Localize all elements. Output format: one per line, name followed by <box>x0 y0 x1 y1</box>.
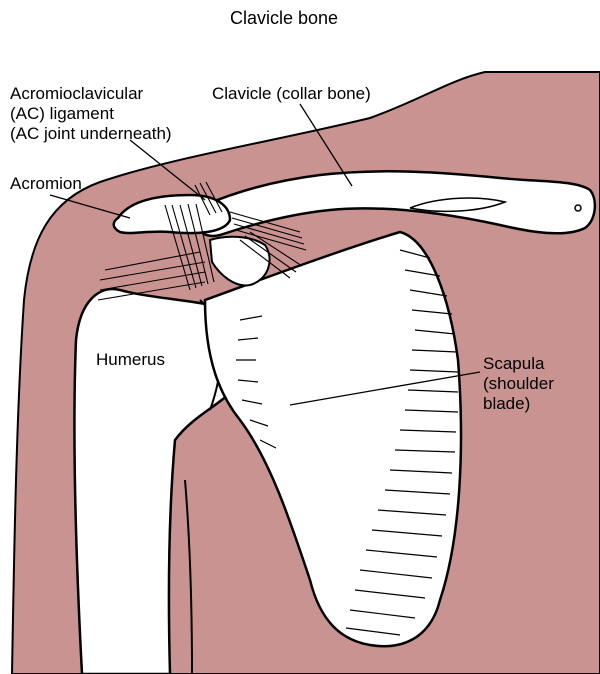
label-scapula-line3: blade) <box>483 394 530 414</box>
label-humerus: Humerus <box>96 350 165 370</box>
label-clavicle: Clavicle (collar bone) <box>212 84 371 104</box>
label-ac-ligament-line2: (AC) ligament <box>10 104 114 124</box>
label-ac-ligament-line1: Acromioclavicular <box>10 84 143 104</box>
label-acromion: Acromion <box>10 174 82 194</box>
diagram-title: Clavicle bone <box>230 8 338 28</box>
label-ac-ligament-line3: (AC joint underneath) <box>10 124 172 144</box>
label-scapula-line1: Scapula <box>483 354 544 374</box>
label-scapula-line2: (shoulder <box>483 374 554 394</box>
